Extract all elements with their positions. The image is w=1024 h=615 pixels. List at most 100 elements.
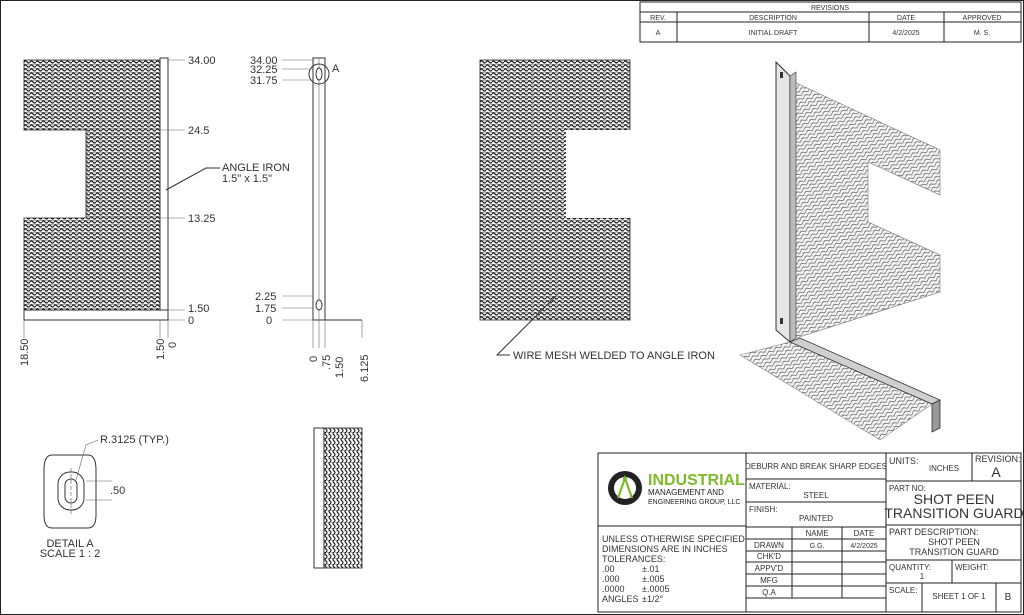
quantity-value: 1 xyxy=(920,572,925,581)
tol-key-00: .00 xyxy=(602,564,615,574)
tol-val-0000: ±.0005 xyxy=(642,584,669,594)
front-view: 34.00 24.5 13.25 1.50 0 18.50 1.50 0 ANG… xyxy=(19,55,290,366)
tol-val-00: ±.01 xyxy=(642,564,659,574)
part-desc-line1: SHOT PEEN xyxy=(928,537,980,547)
revision-label: REVISION: xyxy=(975,454,1021,464)
role-mfg: MFG xyxy=(760,576,778,585)
company-name-line2: MANAGEMENT AND xyxy=(648,488,724,497)
side-dim-1-75: 1.75 xyxy=(255,303,276,315)
drawn-name: G.G. xyxy=(810,543,825,550)
size-value: B xyxy=(1005,592,1012,603)
detail-scale: SCALE 1 : 2 xyxy=(40,548,101,560)
detail-title: DETAIL A xyxy=(46,538,94,550)
bottom-slot xyxy=(315,299,323,311)
company-logo: INDUSTRIAL MANAGEMENT AND ENGINEERING GR… xyxy=(608,471,745,506)
section-view-mesh xyxy=(323,427,363,569)
wire-mesh-callout: WIRE MESH WELDED TO ANGLE IRON xyxy=(513,350,715,362)
front-view-mesh xyxy=(23,59,161,311)
angle-iron-leader xyxy=(165,167,220,191)
side-dim-bottom-0: 0 xyxy=(308,356,320,362)
detail-a-circle xyxy=(308,63,330,85)
dim-bottom-0: 0 xyxy=(167,342,179,348)
isometric-view xyxy=(739,60,941,441)
top-slot xyxy=(315,67,323,81)
part-no-line1: SHOT PEEN xyxy=(914,491,995,507)
role-checked: CHK'D xyxy=(757,552,781,561)
weight-label: WEIGHT: xyxy=(955,563,988,572)
section-view xyxy=(313,427,363,569)
tol-val-000: ±.005 xyxy=(642,574,664,584)
finish-value: PAINTED xyxy=(799,514,833,523)
detail-a-outline xyxy=(43,454,97,529)
date-value: 4/2/2025 xyxy=(892,30,919,37)
dim-34: 34.00 xyxy=(188,55,216,67)
approved-header: APPROVED xyxy=(963,15,1002,22)
role-drawn: DRAWN xyxy=(754,541,784,550)
side-dim-0: 0 xyxy=(266,315,272,327)
tolerance-line-3: TOLERANCES: xyxy=(602,554,665,564)
dim-18-50: 18.50 xyxy=(19,338,31,366)
side-dim-bottom-75: .75 xyxy=(321,355,333,370)
side-dim-bottom-1-50: 1.50 xyxy=(334,357,346,378)
side-view: A 34.00 32.25 31.75 2.25 1.75 0 0 .75 1.… xyxy=(250,55,371,382)
dim-1-50: 1.50 xyxy=(188,303,209,315)
title-block: INDUSTRIAL MANAGEMENT AND ENGINEERING GR… xyxy=(597,452,1024,613)
description-header: DESCRIPTION xyxy=(749,15,797,22)
part-desc-line2: TRANSITION GUARD xyxy=(909,547,999,557)
rev-value: A xyxy=(656,30,661,37)
part-desc-label: PART DESCRIPTION: xyxy=(889,527,979,537)
detail-dim-50: .50 xyxy=(110,485,125,497)
angle-iron-callout-1: ANGLE IRON xyxy=(222,162,290,174)
tolerance-line-2: DIMENSIONS ARE IN INCHES xyxy=(602,544,728,554)
company-name-line3: ENGINEERING GROUP, LLC xyxy=(648,499,740,506)
iso-upright-side xyxy=(789,71,797,343)
dim-bottom-1-50: 1.50 xyxy=(155,339,167,360)
role-qa: Q.A xyxy=(762,588,776,597)
tol-key-0000: .0000 xyxy=(602,584,625,594)
description-value: INITIAL DRAFT xyxy=(749,30,798,37)
units-value: INCHES xyxy=(929,464,959,473)
side-dim-34: 34.00 xyxy=(250,55,278,67)
material-label: MATERIAL: xyxy=(749,482,791,491)
angle-iron-bottom xyxy=(23,309,169,321)
finish-label: FINISH: xyxy=(749,505,777,514)
date-header: DATE xyxy=(897,15,915,22)
detail-tag-a: A xyxy=(332,63,340,75)
tol-key-000: .000 xyxy=(602,574,620,584)
quantity-label: QUANTITY: xyxy=(889,563,931,572)
rev-header: REV. xyxy=(650,15,666,22)
angle-iron-callout-2: 1.5" x 1.5" xyxy=(222,173,272,185)
section-view-frame xyxy=(313,427,325,569)
radius-label: R.3125 (TYP.) xyxy=(100,434,169,446)
part-no-label: PART NO: xyxy=(889,484,926,493)
revisions-title: REVISIONS xyxy=(811,5,849,12)
units-label: UNITS: xyxy=(889,456,919,466)
drawn-date: 4/2/2025 xyxy=(850,543,877,550)
side-dim-32-25: 32.25 xyxy=(250,64,278,76)
detail-a-slot-inner xyxy=(64,478,78,504)
signoff-date-header: DATE xyxy=(854,529,875,538)
revision-value: A xyxy=(991,464,1001,480)
dim-13-25: 13.25 xyxy=(188,213,216,225)
iso-upright-front xyxy=(775,60,791,344)
dim-0: 0 xyxy=(188,315,194,327)
scale-label: SCALE: xyxy=(889,586,917,595)
side-dim-bottom-6-125: 6.125 xyxy=(359,354,371,382)
radius-leader xyxy=(75,439,99,481)
mesh-leader xyxy=(495,295,557,356)
deburr-note: DEBURR AND BREAK SHARP EDGES xyxy=(745,462,887,471)
sheet-value: SHEET 1 OF 1 xyxy=(932,592,986,601)
tol-key-angles: ANGLES xyxy=(602,594,639,604)
part-no-line2: TRANSITION GUARD xyxy=(884,505,1023,521)
signoff-name-header: NAME xyxy=(805,529,828,538)
approved-value: M. S. xyxy=(974,30,990,37)
tol-val-angles: ±1/2° xyxy=(642,594,663,604)
iso-mesh-panel xyxy=(789,79,941,341)
material-value: STEEL xyxy=(803,491,829,500)
role-approved: APPV'D xyxy=(755,564,784,573)
side-dim-2-25: 2.25 xyxy=(255,291,276,303)
revisions-table: REVISIONS REV. DESCRIPTION DATE APPROVED… xyxy=(639,1,1022,43)
detail-a: R.3125 (TYP.) .50 DETAIL A SCALE 1 : 2 xyxy=(40,434,169,560)
tolerance-line-1: UNLESS OTHERWISE SPECIFIED: xyxy=(602,534,747,544)
